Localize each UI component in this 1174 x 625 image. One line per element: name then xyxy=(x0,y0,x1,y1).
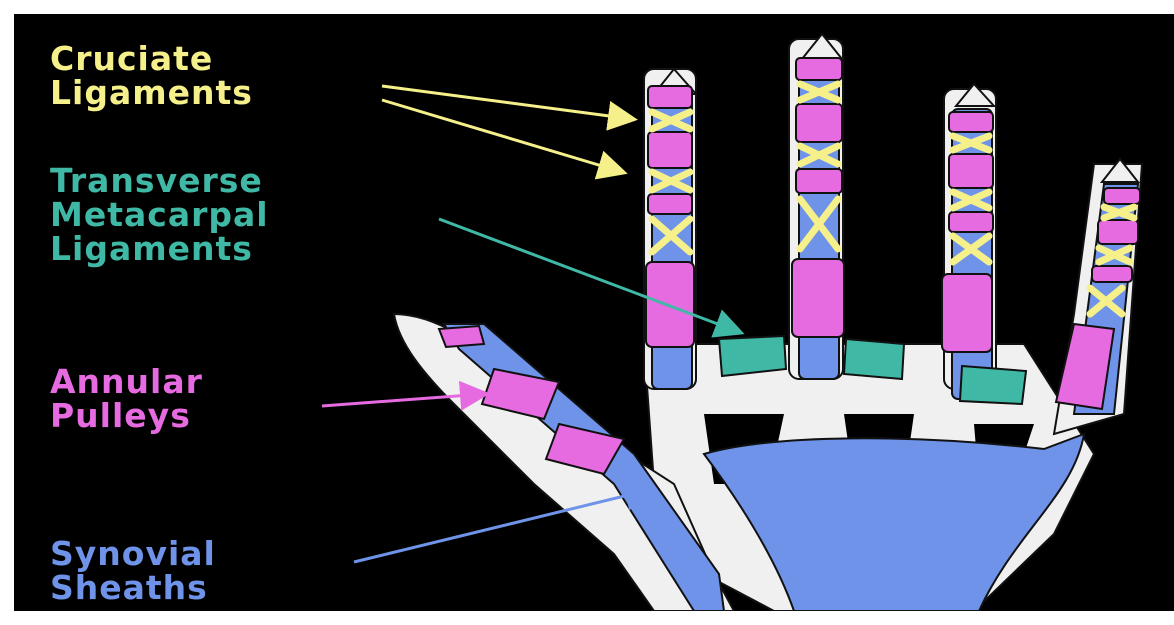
label-line: Metacarpal xyxy=(50,198,269,232)
arrow xyxy=(382,86,632,119)
label-line: Transverse xyxy=(50,164,269,198)
cruciate-ligaments xyxy=(652,84,1134,314)
label-annular-pulleys: Annular Pulleys xyxy=(50,365,203,433)
label-line: Ligaments xyxy=(50,232,269,266)
label-line: Cruciate xyxy=(50,42,253,76)
label-line: Synovial xyxy=(50,537,216,571)
label-line: Sheaths xyxy=(50,571,216,605)
label-synovial-sheaths: Synovial Sheaths xyxy=(50,537,216,605)
finger-tips xyxy=(654,34,1138,182)
hand-ligaments-diagram: Cruciate Ligaments Transverse Metacarpal… xyxy=(14,14,1174,611)
label-line: Ligaments xyxy=(50,76,253,110)
label-transverse-metacarpal-ligaments: Transverse Metacarpal Ligaments xyxy=(50,164,269,266)
label-cruciate-ligaments: Cruciate Ligaments xyxy=(50,42,253,110)
label-line: Annular xyxy=(50,365,203,399)
label-line: Pulleys xyxy=(50,399,203,433)
arrow xyxy=(382,100,622,172)
